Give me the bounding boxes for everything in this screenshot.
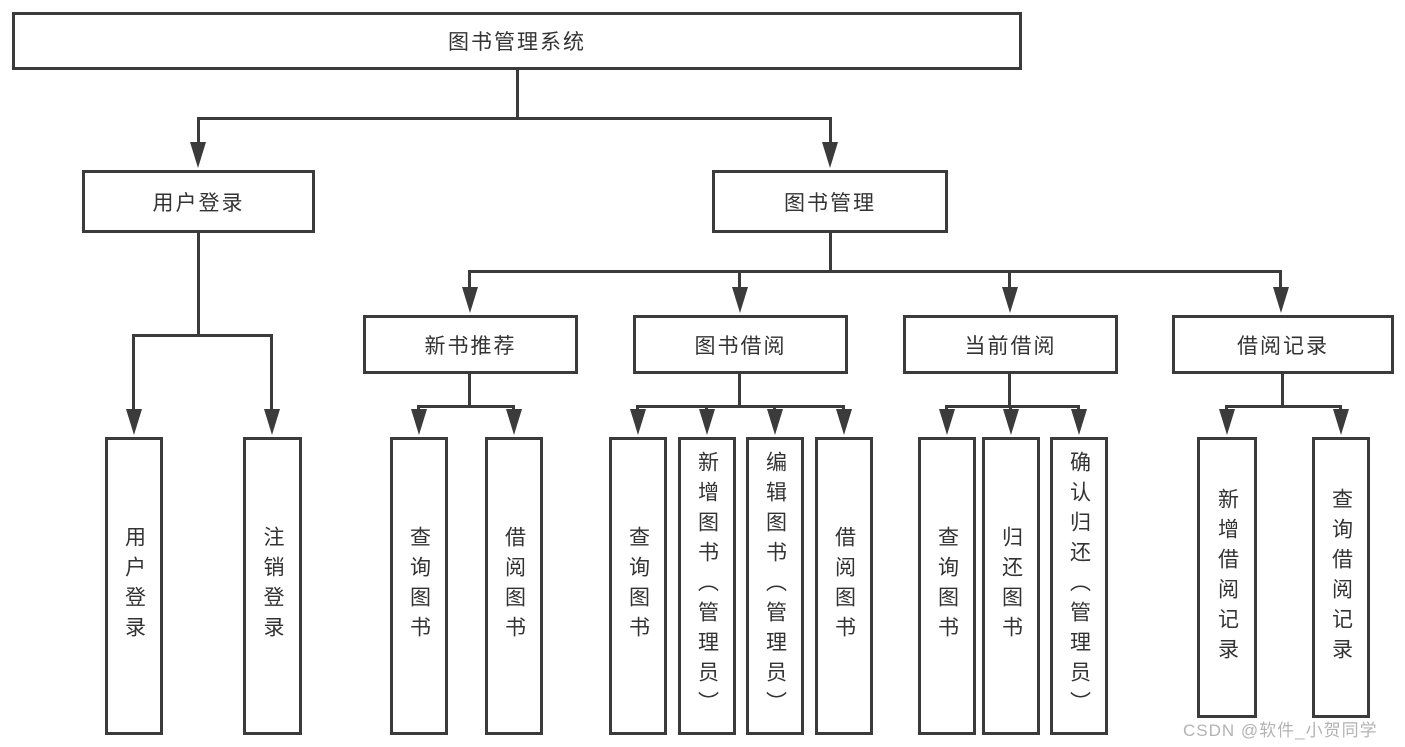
connector-manage-drop-3 (1008, 270, 1011, 289)
leaf-borrow-edit-book-admin: 编辑图书（管理员） (746, 437, 804, 735)
node-new-book-recommend: 新书推荐 (363, 315, 578, 374)
connector-records-stem (1281, 374, 1284, 408)
connector-login-bar (132, 334, 273, 337)
leaf-borrow-query-book: 查询图书 (609, 437, 667, 735)
leaf-newbook-query-book-label: 查询图书 (407, 526, 431, 646)
leaf-records-add-record: 新增借阅记录 (1197, 437, 1257, 718)
connector-root-stem (516, 68, 519, 120)
leaf-records-query-record-label: 查询借阅记录 (1329, 487, 1353, 668)
arrowhead-down-icon (126, 409, 142, 435)
connector-newbook-stem (468, 374, 471, 408)
node-library-system-label: 图书管理系统 (448, 31, 586, 54)
connector-root-drop-right (829, 117, 832, 146)
leaf-records-query-record: 查询借阅记录 (1312, 437, 1370, 718)
connector-newbook-bar (417, 405, 515, 408)
connector-current-bar (945, 405, 1080, 408)
connector-manage-stem (829, 233, 832, 273)
connector-login-drop-2 (270, 334, 273, 412)
leaf-newbook-borrow-book: 借阅图书 (485, 437, 543, 735)
node-new-book-recommend-label: 新书推荐 (424, 334, 517, 358)
node-book-manage: 图书管理 (712, 170, 948, 233)
arrowhead-down-icon (1071, 409, 1087, 435)
connector-records-bar (1225, 405, 1342, 408)
arrowhead-down-icon (732, 287, 748, 313)
leaf-newbook-borrow-book-label: 借阅图书 (502, 526, 526, 646)
leaf-current-return-book-label: 归还图书 (999, 526, 1023, 646)
leaf-user-login: 用户登录 (105, 437, 163, 735)
arrowhead-down-icon (506, 409, 522, 435)
arrowhead-down-icon (836, 409, 852, 435)
leaf-newbook-query-book: 查询图书 (390, 437, 448, 735)
arrowhead-down-icon (1273, 287, 1289, 313)
leaf-logout: 注销登录 (243, 437, 302, 735)
arrowhead-down-icon (1333, 409, 1349, 435)
watermark-text: CSDN @软件_小贺同学 (1183, 721, 1378, 740)
connector-root-bar (197, 117, 832, 120)
arrowhead-down-icon (462, 287, 478, 313)
node-book-borrow: 图书借阅 (633, 315, 848, 374)
arrowhead-down-icon (822, 142, 838, 168)
connector-current-stem (1008, 374, 1011, 408)
arrowhead-down-icon (939, 409, 955, 435)
connector-manage-drop-4 (1279, 270, 1282, 289)
node-library-system: 图书管理系统 (12, 12, 1022, 70)
connector-manage-bar (468, 270, 1282, 273)
connector-manage-drop-1 (468, 270, 471, 289)
connector-borrow-stem (738, 374, 741, 408)
leaf-current-query-book: 查询图书 (918, 437, 976, 735)
node-user-login: 用户登录 (82, 170, 315, 233)
arrowhead-down-icon (1219, 409, 1235, 435)
arrowhead-down-icon (767, 409, 783, 435)
arrowhead-down-icon (630, 409, 646, 435)
connector-manage-drop-2 (738, 270, 741, 289)
node-book-manage-label: 图书管理 (784, 191, 876, 215)
node-borrow-records: 借阅记录 (1172, 315, 1394, 374)
leaf-current-return-book: 归还图书 (982, 437, 1040, 735)
arrowhead-down-icon (411, 409, 427, 435)
arrowhead-down-icon (1003, 409, 1019, 435)
leaf-borrow-query-book-label: 查询图书 (626, 526, 650, 646)
leaf-borrow-add-book-admin-label: 新增图书（管理员） (695, 451, 719, 721)
node-user-login-label: 用户登录 (152, 191, 245, 215)
node-current-borrow-label: 当前借阅 (964, 334, 1057, 358)
leaf-current-confirm-return-admin-label: 确认归还（管理员） (1067, 451, 1091, 721)
leaf-borrow-edit-book-admin-label: 编辑图书（管理员） (763, 451, 787, 721)
leaf-logout-label: 注销登录 (261, 526, 284, 646)
connector-root-drop-left (197, 117, 200, 146)
connector-login-drop-1 (132, 334, 135, 412)
node-current-borrow: 当前借阅 (903, 315, 1118, 374)
arrowhead-down-icon (699, 409, 715, 435)
arrowhead-down-icon (1002, 287, 1018, 313)
arrowhead-down-icon (190, 142, 206, 168)
leaf-borrow-borrow-book: 借阅图书 (815, 437, 873, 735)
node-borrow-records-label: 借阅记录 (1237, 334, 1329, 358)
leaf-borrow-add-book-admin: 新增图书（管理员） (678, 437, 736, 735)
leaf-records-add-record-label: 新增借阅记录 (1215, 487, 1239, 668)
connector-login-stem (197, 233, 200, 336)
node-book-borrow-label: 图书借阅 (694, 334, 787, 358)
arrowhead-down-icon (264, 409, 280, 435)
leaf-current-confirm-return-admin: 确认归还（管理员） (1050, 437, 1108, 735)
leaf-borrow-borrow-book-label: 借阅图书 (832, 526, 856, 646)
leaf-current-query-book-label: 查询图书 (935, 526, 959, 646)
leaf-user-login-label: 用户登录 (122, 526, 146, 646)
connector-borrow-bar (636, 405, 845, 408)
